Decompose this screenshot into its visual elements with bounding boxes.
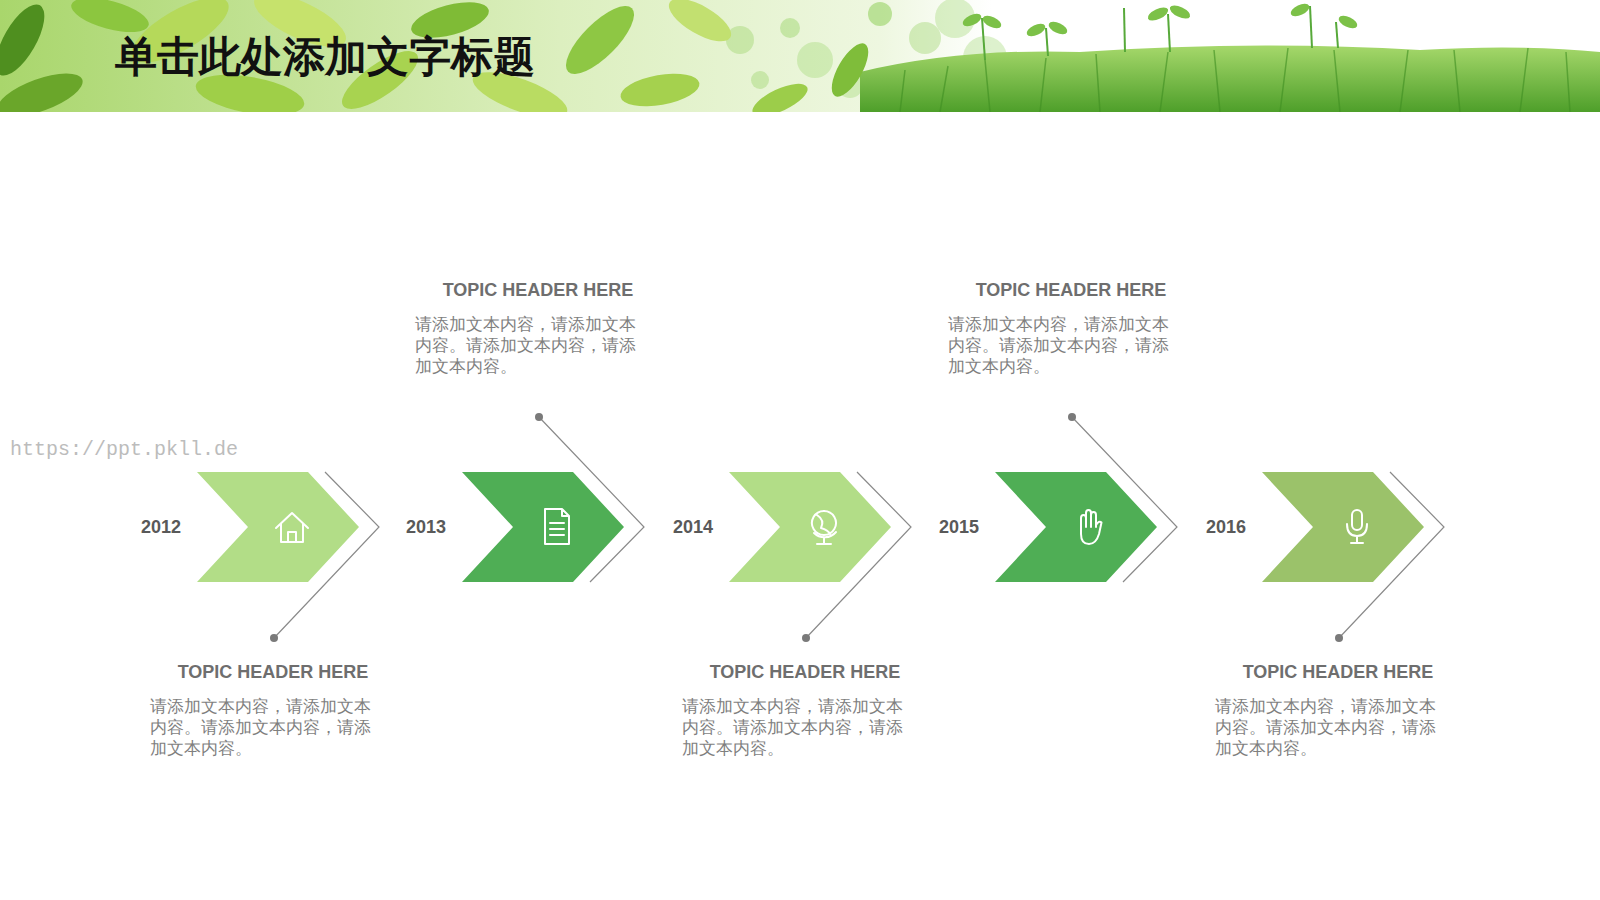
chevron-fill <box>197 472 359 582</box>
topic-body: 请添加文本内容，请添加文本 内容。请添加文本内容，请添 加文本内容。 <box>150 696 388 759</box>
chevron-step: 2015 <box>995 472 1157 582</box>
topic-body: 请添加文本内容，请添加文本 内容。请添加文本内容，请添 加文本内容。 <box>948 314 1186 377</box>
chevron-step: 2013 <box>462 472 624 582</box>
chevron-shape <box>197 472 359 582</box>
year-label: 2016 <box>1206 517 1246 538</box>
step-icon <box>276 513 308 542</box>
topic-header: TOPIC HEADER HERE <box>1243 662 1434 683</box>
topic-header: TOPIC HEADER HERE <box>976 280 1167 301</box>
step-icon <box>545 509 569 544</box>
chevron-step: 2012 <box>197 472 359 582</box>
topic-body: 请添加文本内容，请添加文本 内容。请添加文本内容，请添 加文本内容。 <box>682 696 920 759</box>
step-icon <box>1347 510 1367 543</box>
year-label: 2012 <box>141 517 181 538</box>
topic-header: TOPIC HEADER HERE <box>443 280 634 301</box>
year-label: 2015 <box>939 517 979 538</box>
year-label: 2013 <box>406 517 446 538</box>
slide-title: 单击此处添加文字标题 <box>115 29 535 85</box>
chevron-shape <box>1262 472 1424 582</box>
topic-header: TOPIC HEADER HERE <box>178 662 369 683</box>
topic-body: 请添加文本内容，请添加文本 内容。请添加文本内容，请添 加文本内容。 <box>415 314 653 377</box>
topic-header: TOPIC HEADER HERE <box>710 662 901 683</box>
year-label: 2014 <box>673 517 713 538</box>
chevron-fill <box>995 472 1157 582</box>
step-icon <box>1081 510 1102 544</box>
chevron-fill <box>729 472 891 582</box>
chevron-shape <box>462 472 624 582</box>
chevron-fill <box>1262 472 1424 582</box>
chevron-shape <box>995 472 1157 582</box>
chevron-fill <box>462 472 624 582</box>
step-icon <box>812 511 836 544</box>
topic-body: 请添加文本内容，请添加文本 内容。请添加文本内容，请添 加文本内容。 <box>1215 696 1453 759</box>
chevron-shape <box>729 472 891 582</box>
chevron-step: 2014 <box>729 472 891 582</box>
chevron-step: 2016 <box>1262 472 1424 582</box>
watermark: https://ppt.pkll.de <box>10 438 238 461</box>
